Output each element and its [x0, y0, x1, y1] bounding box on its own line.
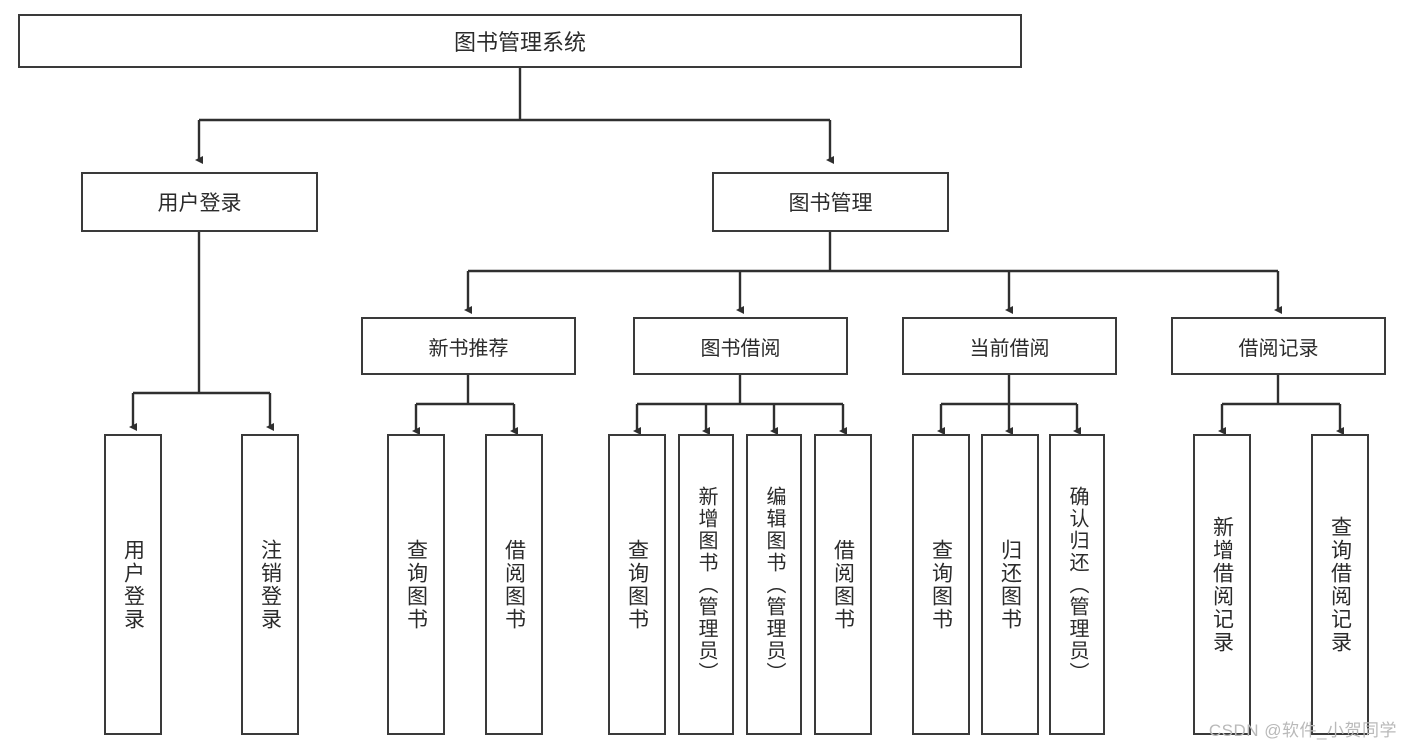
node-new-book-recommend-label: 新书推荐: [428, 337, 509, 360]
leaf-borrow-query-book[interactable]: 查询图书: [608, 434, 666, 735]
leaf-label: 借阅图书: [831, 538, 855, 631]
node-borrow-record[interactable]: 借阅记录: [1171, 317, 1386, 375]
leaf-label: 注销登录: [258, 538, 282, 631]
leaf-label: 用户登录: [121, 538, 145, 631]
node-root[interactable]: 图书管理系统: [18, 14, 1022, 68]
leaf-label: 查询图书: [929, 538, 953, 631]
node-new-book-recommend[interactable]: 新书推荐: [361, 317, 576, 375]
leaf-label: 借阅图书: [502, 538, 526, 631]
leaf-borrow-edit-book[interactable]: 编辑图书（管理员）: [746, 434, 802, 735]
node-user-login[interactable]: 用户登录: [81, 172, 318, 232]
node-book-management[interactable]: 图书管理: [712, 172, 949, 232]
node-book-borrow-label: 图书借阅: [700, 337, 781, 360]
leaf-record-query[interactable]: 查询借阅记录: [1311, 434, 1369, 735]
node-borrow-record-label: 借阅记录: [1238, 337, 1319, 360]
leaf-new-book-borrow[interactable]: 借阅图书: [485, 434, 543, 735]
leaf-current-query-book[interactable]: 查询图书: [912, 434, 970, 735]
node-current-borrow-label: 当前借阅: [969, 337, 1050, 360]
leaf-new-book-query[interactable]: 查询图书: [387, 434, 445, 735]
node-book-management-label: 图书管理: [788, 192, 873, 215]
leaf-label: 编辑图书（管理员）: [763, 485, 785, 684]
node-current-borrow[interactable]: 当前借阅: [902, 317, 1117, 375]
leaf-label: 查询图书: [625, 538, 649, 631]
leaf-record-add[interactable]: 新增借阅记录: [1193, 434, 1251, 735]
leaf-label: 查询借阅记录: [1328, 515, 1352, 654]
leaf-user-login-login[interactable]: 用户登录: [104, 434, 162, 735]
node-book-borrow[interactable]: 图书借阅: [633, 317, 848, 375]
leaf-label: 归还图书: [998, 538, 1022, 631]
leaf-label: 新增借阅记录: [1210, 515, 1234, 654]
leaf-current-confirm-return[interactable]: 确认归还（管理员）: [1049, 434, 1105, 735]
leaf-borrow-add-book[interactable]: 新增图书（管理员）: [678, 434, 734, 735]
leaf-current-return-book[interactable]: 归还图书: [981, 434, 1039, 735]
leaf-borrow-borrow-book[interactable]: 借阅图书: [814, 434, 872, 735]
node-root-label: 图书管理系统: [453, 30, 586, 55]
node-user-login-label: 用户登录: [157, 192, 242, 215]
leaf-label: 新增图书（管理员）: [695, 485, 717, 684]
leaf-label: 确认归还（管理员）: [1066, 485, 1088, 684]
leaf-user-login-logout[interactable]: 注销登录: [241, 434, 299, 735]
leaf-label: 查询图书: [404, 538, 428, 631]
watermark: CSDN @软件_小贺同学: [1208, 721, 1397, 740]
